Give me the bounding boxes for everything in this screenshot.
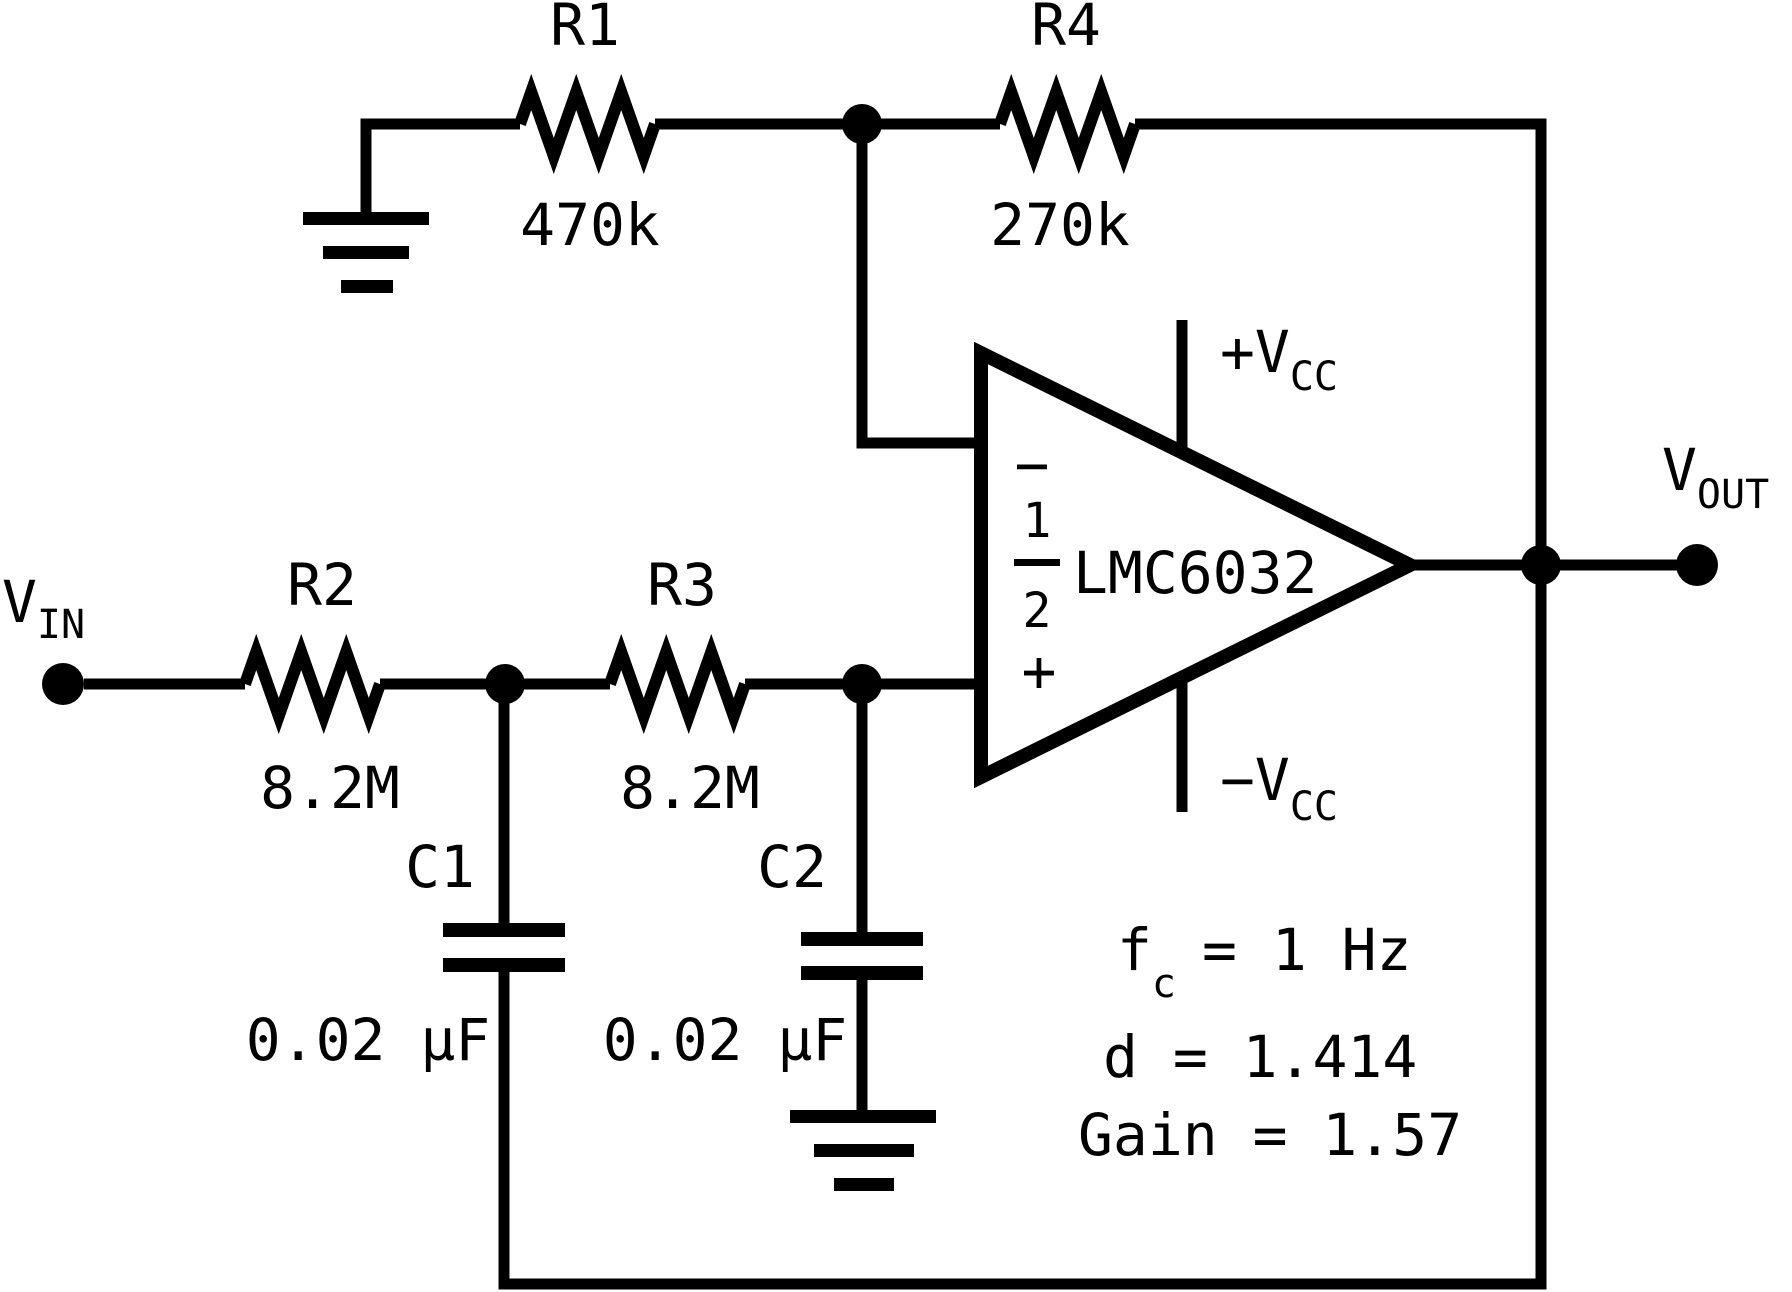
capacitor-c2-top-plate — [801, 932, 923, 946]
capacitor-c2-bottom-plate — [801, 966, 923, 980]
c2-ref-label: C2 — [757, 833, 827, 901]
gain-annotation: Gain = 1.57 — [1078, 1101, 1462, 1169]
resistor-r1-symbol — [514, 73, 661, 175]
negative-supply-label: −VCC — [0, 0, 1386, 830]
opamp-noninverting-input-symbol: + — [1022, 637, 1057, 705]
opamp-part-number: LMC6032 — [1073, 539, 1317, 607]
r1-value-label: 470k — [520, 191, 660, 259]
ground2-bar-bottom — [834, 1178, 894, 1191]
c1-value-label: 0.02 μF — [246, 1006, 490, 1074]
resistor-r2-symbol — [239, 633, 386, 735]
ground1-bar-top — [303, 212, 429, 225]
r3-value-label: 8.2M — [620, 754, 760, 822]
junction-r2-r3-c1 — [485, 664, 525, 704]
r3-ref-label: R3 — [647, 551, 717, 619]
vout-label: VOUT — [0, 0, 1792, 518]
junction-output-feedback — [1521, 545, 1561, 585]
c1-ref-label: C1 — [405, 833, 475, 901]
capacitor-c1-bottom-plate — [443, 958, 565, 972]
opamp-half-numerator: 1 — [1023, 493, 1052, 549]
r2-value-label: 8.2M — [260, 754, 400, 822]
r2-ref-label: R2 — [287, 551, 357, 619]
r4-value-label: 270k — [990, 191, 1130, 259]
wire-r4-output-feedback-loop — [498, 118, 1547, 1290]
opamp-inverting-input-symbol: − — [1015, 431, 1050, 499]
ground-symbol-r1 — [303, 212, 429, 293]
opamp-half-fraction-bar — [1014, 559, 1060, 566]
damping-annotation: d = 1.414 — [1103, 1023, 1417, 1091]
junction-r1-r4-feedback — [842, 104, 882, 144]
vout-terminal — [1676, 544, 1718, 586]
vin-terminal — [42, 663, 84, 705]
r4-ref-label: R4 — [1031, 0, 1101, 59]
vin-label: VIN — [0, 0, 133, 648]
ground2-bar-middle — [814, 1144, 914, 1157]
junction-r3-c2-input — [842, 664, 882, 704]
opamp-triangle — [974, 341, 1426, 789]
ground1-bar-middle — [323, 246, 409, 259]
resistor-r4-symbol — [994, 73, 1141, 175]
wire-feedback-to-inverting-input — [856, 124, 981, 449]
cutoff-frequency-annotation: fc= 1 Hz — [1117, 916, 1412, 1007]
ground2-bar-top — [790, 1110, 936, 1123]
ground-symbol-c2 — [790, 1110, 936, 1191]
r1-ref-label: R1 — [550, 0, 620, 59]
opamp-half-denominator: 2 — [1023, 583, 1052, 639]
resistor-r3-symbol — [604, 633, 751, 735]
capacitor-c1-top-plate — [443, 923, 565, 937]
ground1-bar-bottom — [341, 280, 393, 293]
wire-ground-to-r1 — [360, 118, 520, 212]
c2-value-label: 0.02 μF — [603, 1006, 847, 1074]
positive-supply-label: +VCC — [0, 0, 1386, 400]
